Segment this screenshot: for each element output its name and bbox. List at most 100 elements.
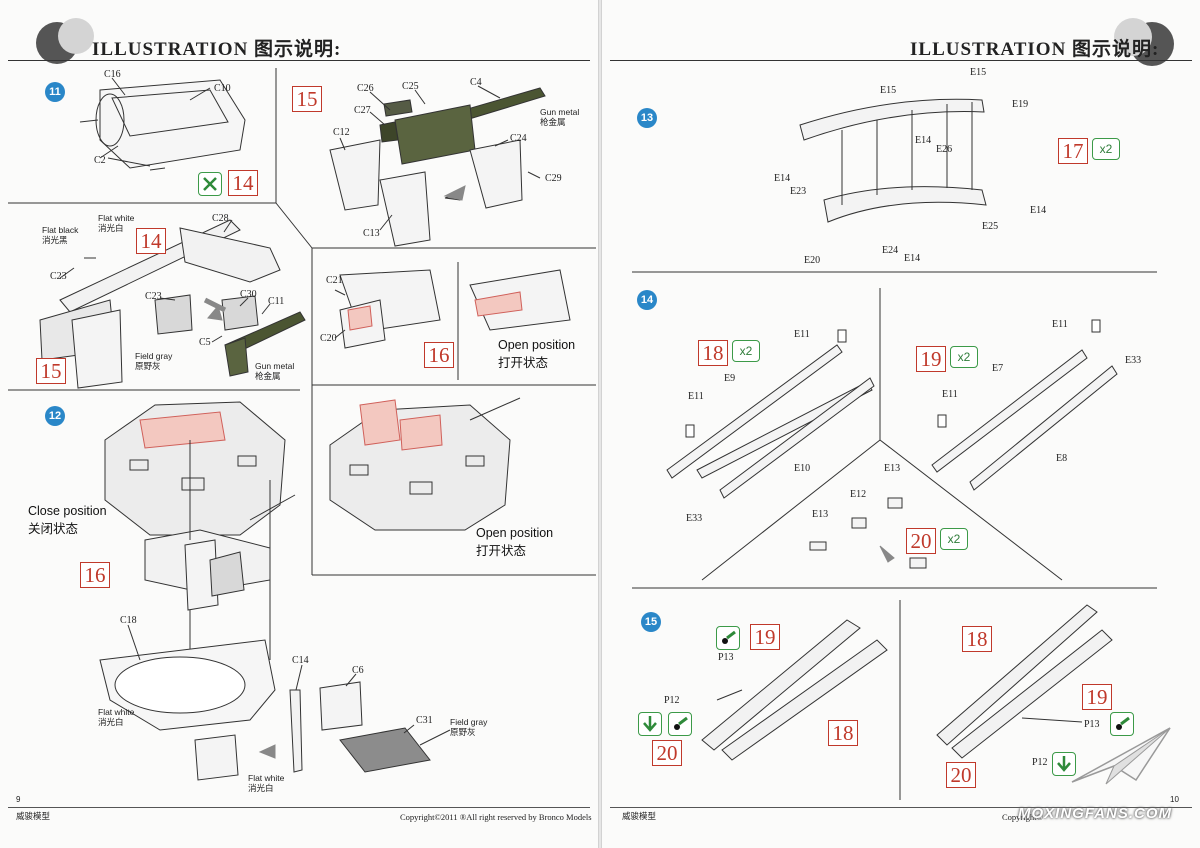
part-label: C13 (363, 228, 380, 239)
ref-box-19: 19 (1082, 684, 1112, 710)
paper-plane-logo (1071, 727, 1171, 785)
part-label: C27 (354, 105, 371, 116)
multiplier-badge: x2 (940, 528, 968, 550)
part-label: C14 (292, 655, 309, 666)
step-15-number: 15 (641, 612, 661, 632)
part-label: E26 (936, 144, 953, 155)
ref-box-17: 17 (1058, 138, 1088, 164)
header-disc-light (1114, 18, 1152, 56)
ref-box-16: 16 (80, 562, 110, 588)
page-title: ILLUSTRATION 图示说明: (92, 39, 342, 60)
paint-drop-icon (668, 712, 692, 736)
ref-box-19: 19 (750, 624, 780, 650)
footer-brand: 威骏模型 (16, 811, 51, 821)
part-label: P13 (718, 652, 734, 663)
footer-rule (610, 807, 1192, 808)
open-position-label: Open position 打开状态 (476, 526, 554, 559)
paint-note-flat-black: Flat black 消光黑 (42, 225, 79, 245)
part-label: P12 (664, 695, 680, 706)
part-label: C10 (214, 83, 231, 94)
part-label: C6 (352, 665, 364, 676)
part-label: C31 (416, 715, 433, 726)
paint-note-field-gray: Field gray 原野灰 (135, 351, 173, 371)
header-rule (610, 60, 1192, 61)
ref-box-14: 14 (228, 170, 258, 196)
paint-note-flat-white: Flat white 消光白 (98, 213, 135, 233)
header-disc-light (58, 18, 94, 54)
part-label: C16 (104, 69, 121, 80)
ref-box-16: 16 (424, 342, 454, 368)
footer-brand: 威骏模型 (622, 811, 657, 821)
part-label: E8 (1056, 453, 1068, 464)
footer-copyright: Copyright©2011 ®All right reserved by Br… (400, 812, 592, 822)
watermark-text: MOXINGFANS.COM (1017, 805, 1172, 822)
open-position-label: Open position 打开状态 (498, 338, 576, 371)
ref-box-20: 20 (946, 762, 976, 788)
part-label: E14 (1030, 205, 1047, 216)
multiplier-badge: x2 (732, 340, 760, 362)
right-page-drawings (632, 98, 1157, 800)
close-position-label: Close position 关闭状态 (28, 504, 107, 537)
paint-note-field-gray: Field gray 原野灰 (450, 717, 488, 737)
ref-box-18: 18 (698, 340, 728, 366)
part-label: E12 (850, 489, 867, 500)
page-number: 9 (16, 795, 21, 804)
paint-note-gun-metal: Gun metal 枪金属 (540, 107, 580, 127)
part-label: E33 (1125, 355, 1142, 366)
part-label: C2 (94, 155, 106, 166)
part-label: E20 (804, 255, 821, 266)
part-label: E11 (794, 329, 810, 340)
part-label: E14 (915, 135, 932, 146)
multiplier-badge: x2 (950, 346, 978, 368)
part-label: E9 (724, 373, 736, 384)
left-page-drawings (8, 68, 596, 781)
part-label: E10 (794, 463, 811, 474)
page-gutter (598, 0, 602, 848)
part-label: C29 (545, 173, 562, 184)
cut-and-file-icon (198, 172, 222, 196)
right-page: ILLUSTRATION 图示说明: (602, 0, 1200, 848)
part-label: C18 (120, 615, 137, 626)
part-label: C4 (470, 77, 482, 88)
left-page: ILLUSTRATION 图示说明: (0, 0, 598, 848)
page-number: 10 (1170, 795, 1179, 804)
part-label: E13 (812, 509, 829, 520)
part-label: E7 (992, 363, 1004, 374)
step-13-number: 13 (637, 108, 657, 128)
step-11-number: 11 (45, 82, 65, 102)
part-label: E19 (1012, 99, 1029, 110)
part-label: P12 (1032, 757, 1048, 768)
paint-note-gun-metal: Gun metal 枪金属 (255, 361, 295, 381)
part-label: E14 (774, 173, 791, 184)
step-12-number: 12 (45, 406, 65, 426)
part-label: C21 (326, 275, 343, 286)
part-label: E11 (942, 389, 958, 400)
ref-box-15: 15 (36, 358, 66, 384)
part-label: E23 (790, 186, 807, 197)
part-label: E11 (1052, 319, 1068, 330)
part-label: C26 (357, 83, 374, 94)
ref-box-18: 18 (828, 720, 858, 746)
part-label: C12 (333, 127, 350, 138)
ref-box-20: 20 (652, 740, 682, 766)
paint-drop-icon (1110, 712, 1134, 736)
ref-box-14: 14 (136, 228, 166, 254)
part-label: E33 (686, 513, 703, 524)
part-label: C5 (199, 337, 211, 348)
part-label: C11 (268, 296, 285, 307)
part-label: E24 (882, 245, 899, 256)
part-label: E14 (904, 253, 921, 264)
paint-note-flat-white: Flat white 消光白 (248, 773, 285, 793)
page-title: ILLUSTRATION 图示说明: (910, 39, 1160, 60)
part-label: C30 (240, 289, 257, 300)
paint-drop-icon (716, 626, 740, 650)
footer-rule (8, 807, 590, 808)
part-label: E13 (884, 463, 901, 474)
down-arrow-icon (1052, 752, 1076, 776)
part-label: C23 (50, 271, 67, 282)
part-label: E15 (970, 67, 987, 78)
paint-note-flat-white: Flat white 消光白 (98, 707, 135, 727)
multiplier-badge: x2 (1092, 138, 1120, 160)
part-label: E15 (880, 85, 897, 96)
ref-box-15: 15 (292, 86, 322, 112)
